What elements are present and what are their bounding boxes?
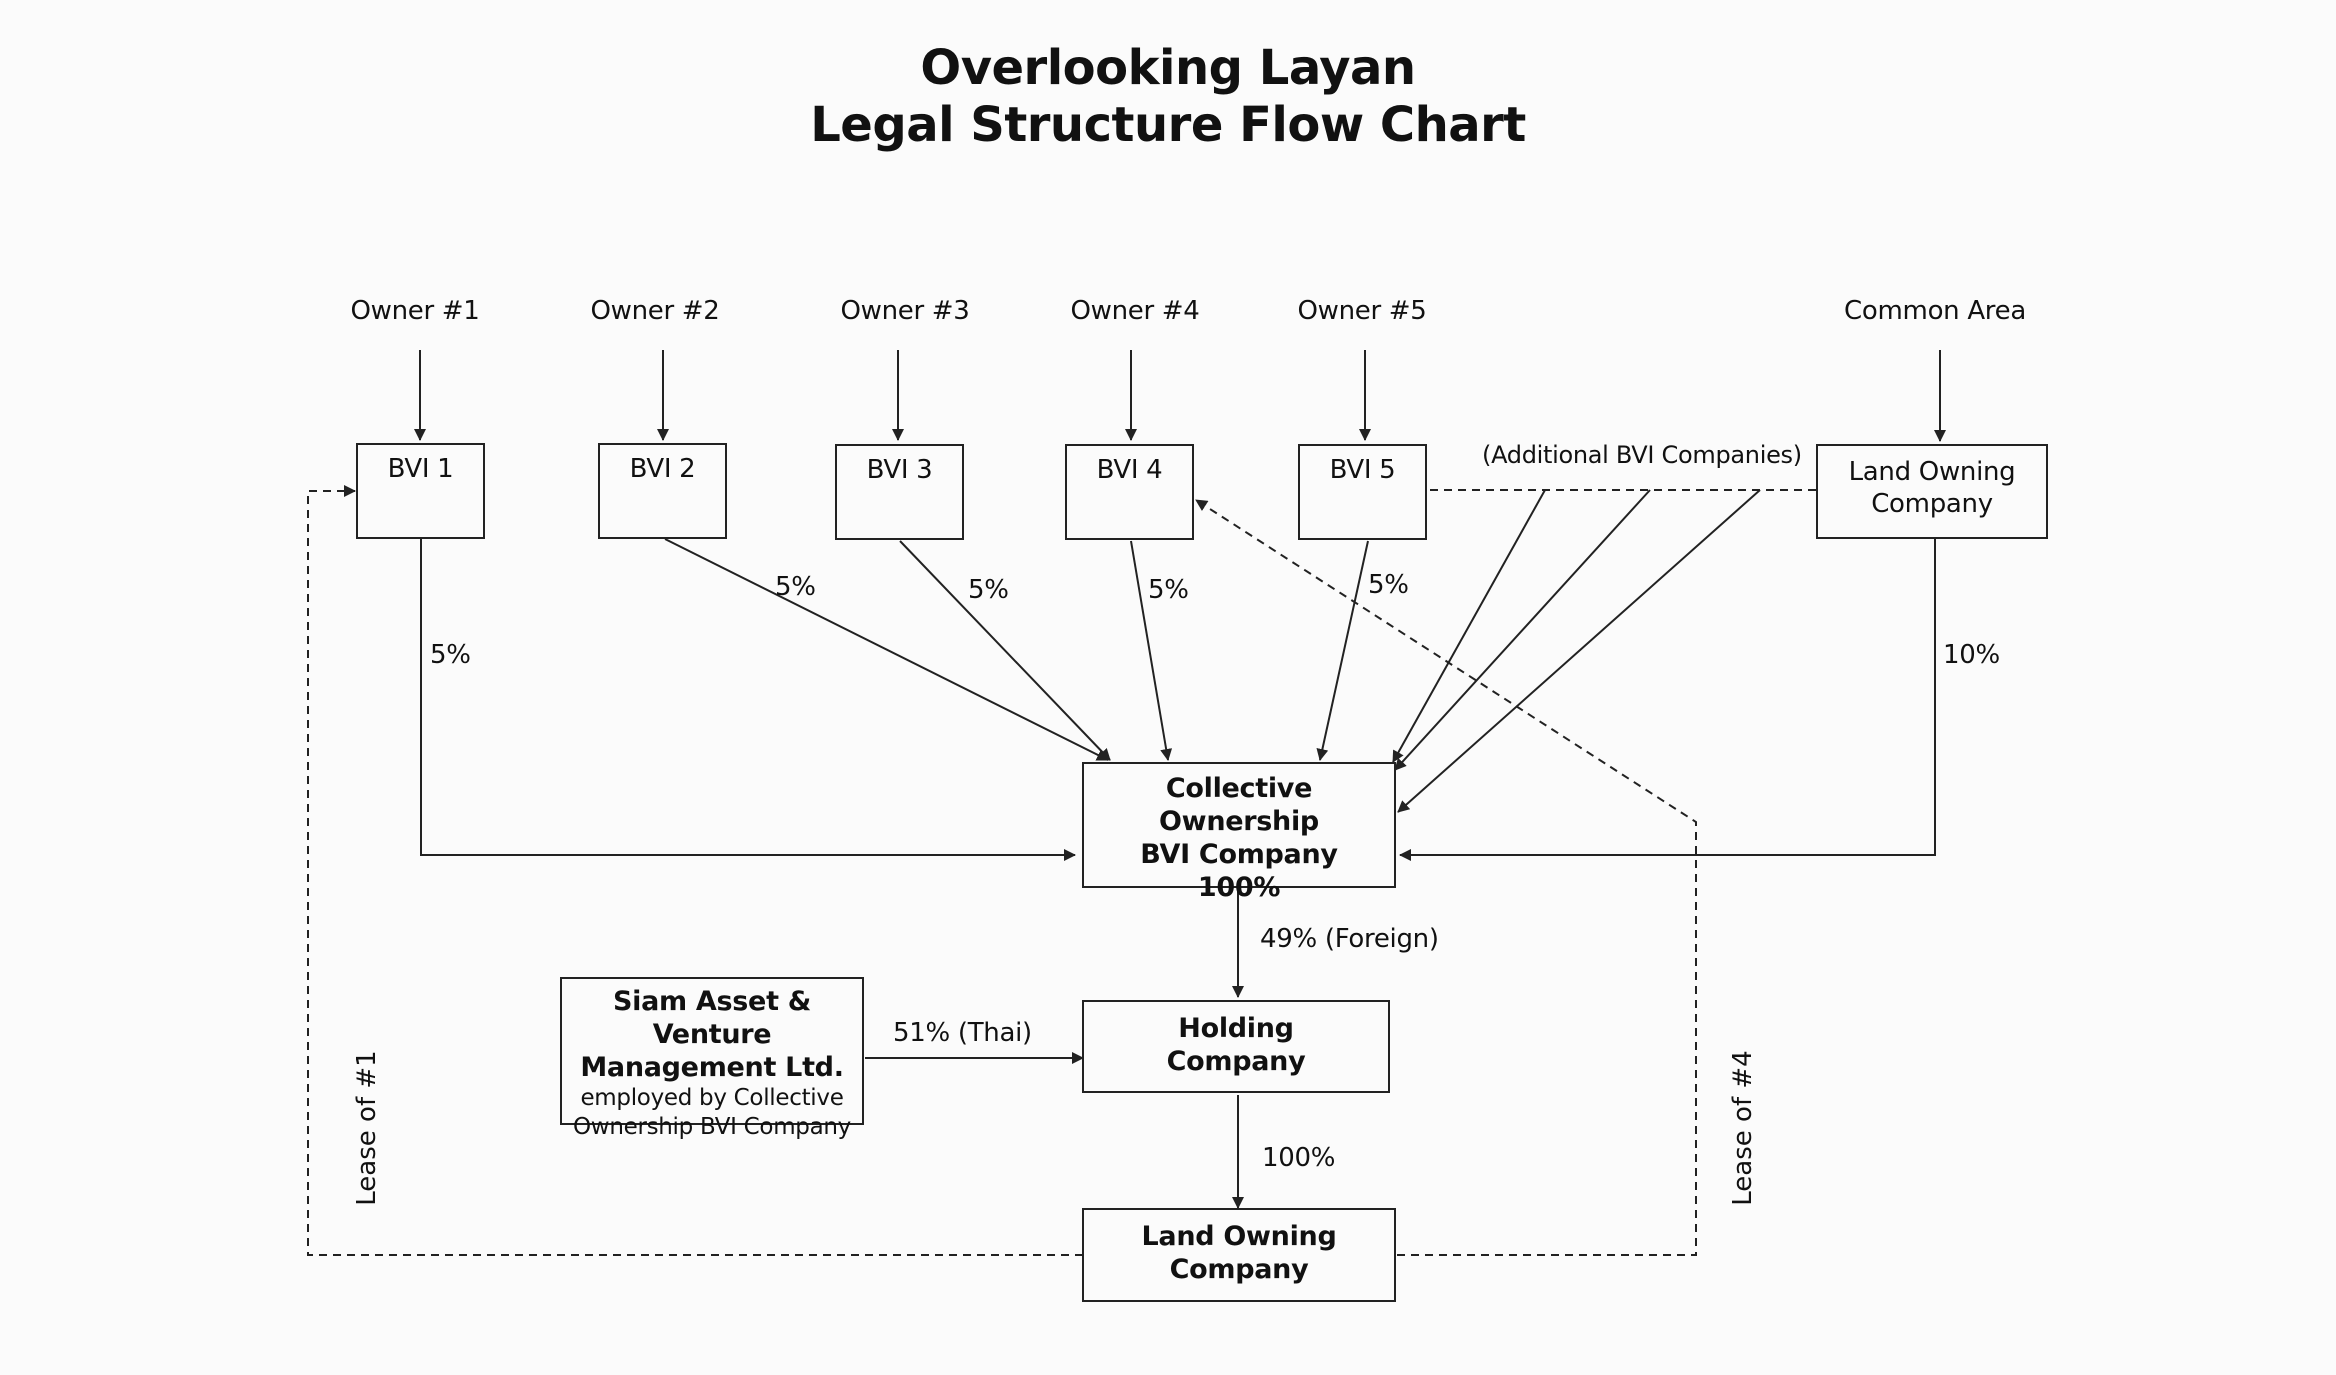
owner-1-label: Owner #1 xyxy=(350,296,480,326)
siam-line4: Ownership BVI Company xyxy=(573,1114,851,1140)
arrow-additional-3 xyxy=(1397,489,1761,813)
dashed-lease4 xyxy=(1195,499,1697,1256)
collective-line1: Collective Ownership xyxy=(1159,773,1319,837)
arrow-bvi4-collective xyxy=(1130,540,1173,761)
bvi-2-label: BVI 2 xyxy=(629,454,696,484)
arrow-additional-2 xyxy=(1394,489,1651,771)
share-bvi3: 5% xyxy=(968,575,1009,605)
holding-line2: Company xyxy=(1166,1046,1306,1077)
bvi-3-label: BVI 3 xyxy=(866,455,933,485)
share-bvi5: 5% xyxy=(1368,570,1409,600)
share-bvi2: 5% xyxy=(775,572,816,602)
bvi-3-box: BVI 3 xyxy=(835,444,964,540)
bvi-5-label: BVI 5 xyxy=(1329,455,1396,485)
owner-3-label: Owner #3 xyxy=(840,296,970,326)
chart-title-line1: Overlooking Layan xyxy=(920,40,1416,96)
arrow-land-collective xyxy=(1399,539,1936,861)
chart-title-line2: Legal Structure Flow Chart xyxy=(810,97,1526,153)
holding-share-label: 100% xyxy=(1262,1143,1336,1173)
arrow-additional-1 xyxy=(1392,489,1546,763)
owner-5-label: Owner #5 xyxy=(1297,296,1427,326)
collective-line3: 100% xyxy=(1197,872,1281,903)
siam-asset-box: Siam Asset & Venture Management Ltd. emp… xyxy=(560,977,864,1140)
land-owning-top-box: Land Owning Company xyxy=(1816,444,2048,539)
share-bvi1: 5% xyxy=(430,640,471,670)
common-area-label: Common Area xyxy=(1844,296,2026,326)
land-owning-top-line2: Company xyxy=(1871,489,1993,519)
arrow-bvi3-collective xyxy=(899,540,1111,761)
land-owning-bottom-line1: Land Owning xyxy=(1141,1221,1337,1252)
land-owning-top-line1: Land Owning xyxy=(1848,457,2016,487)
arrow-bvi5-collective xyxy=(1316,540,1369,761)
siam-line3: employed by Collective xyxy=(580,1085,844,1111)
siam-line2: Management Ltd. xyxy=(580,1052,844,1083)
collective-ownership-box: Collective Ownership BVI Company 100% xyxy=(1082,762,1396,903)
bvi-1-box: BVI 1 xyxy=(356,443,485,539)
land-owning-bottom-box: Land Owning Company xyxy=(1082,1208,1396,1302)
additional-bvi-label: (Additional BVI Companies) xyxy=(1482,441,1802,469)
land-owning-bottom-line2: Company xyxy=(1169,1254,1309,1285)
collective-line2: BVI Company xyxy=(1140,839,1338,870)
siam-line1: Siam Asset & Venture xyxy=(612,986,812,1050)
holding-company-box: Holding Company xyxy=(1082,1000,1390,1093)
foreign-share-label: 49% (Foreign) xyxy=(1260,924,1439,954)
bvi-4-label: BVI 4 xyxy=(1096,455,1163,485)
lease-4-label: Lease of #4 xyxy=(1728,1050,1758,1206)
owner-2-label: Owner #2 xyxy=(590,296,720,326)
bvi-2-box: BVI 2 xyxy=(598,443,727,539)
lease-1-label: Lease of #1 xyxy=(352,1050,382,1206)
share-land-top: 10% xyxy=(1943,640,2000,670)
bvi-5-box: BVI 5 xyxy=(1298,444,1427,540)
thai-share-label: 51% (Thai) xyxy=(893,1018,1032,1048)
holding-line1: Holding xyxy=(1178,1013,1294,1044)
share-bvi4: 5% xyxy=(1148,575,1189,605)
bvi-4-box: BVI 4 xyxy=(1065,444,1194,540)
bvi-1-label: BVI 1 xyxy=(387,454,454,484)
owner-4-label: Owner #4 xyxy=(1070,296,1200,326)
arrow-bvi1-collective xyxy=(420,539,1076,861)
arrow-bvi2-collective xyxy=(664,538,1109,761)
